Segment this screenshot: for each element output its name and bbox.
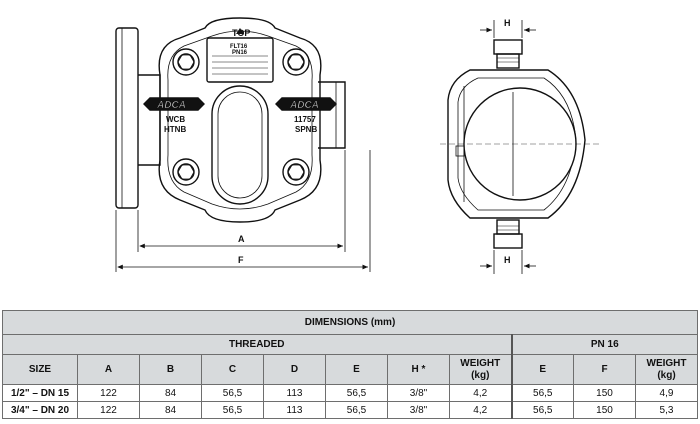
cell-e-pn16: 56,5 [510,384,574,402]
cell-size: 1/2" – DN 15 [2,384,78,402]
nameplate-model: FLT16 [230,44,248,50]
dimension-f [115,150,371,272]
header-c: C [201,354,264,385]
cell-a: 122 [77,401,140,419]
header-size: SIZE [2,354,78,385]
cell-d: 113 [263,401,326,419]
right-connection [318,81,346,149]
header-h: H * [387,354,450,385]
cell-weight-pn16: 4,9 [635,384,698,402]
dimension-h-bottom [480,250,536,274]
left-flange [115,27,139,209]
nameplate [206,37,274,83]
dimension-a [137,150,346,252]
body-outline [158,17,322,223]
group-threaded: THREADED [2,334,512,355]
dim-a-label: A [238,234,245,244]
dimensions-table: DIMENSIONS (mm) THREADED PN 16 SIZE A B … [2,310,698,419]
front-view [115,17,346,223]
cell-weight-threaded: 4,2 [449,384,512,402]
cell-size: 3/4" – DN 20 [2,401,78,419]
dim-h-top-label: H [504,18,511,28]
cell-a: 122 [77,384,140,402]
dimension-h-top [480,20,536,38]
cast-text-left-2: HTNB [164,125,186,134]
cell-b: 84 [139,401,202,419]
cast-logo-left: ADCA [156,100,186,111]
cast-text-right-1: 11757 [294,115,316,124]
cell-d: 113 [263,384,326,402]
cell-f-pn16: 150 [573,401,636,419]
cell-b: 84 [139,384,202,402]
bolt-bottom-left [172,158,200,186]
top-fitting [493,39,523,55]
central-oval [211,85,269,205]
cast-text-left-1: WCB [166,115,185,124]
cast-logo-right: ADCA [289,100,319,111]
logo-plate-right [275,97,337,111]
header-f-pn16: F [573,354,636,385]
side-view [440,39,600,249]
cast-text-right-2: SPNB [295,125,317,134]
cell-e: 56,5 [325,384,388,402]
header-weight-threaded: WEIGHT (kg) [449,354,512,385]
cell-h: 3/8" [387,384,450,402]
cell-c: 56,5 [201,384,264,402]
nameplate-rating: PN16 [232,50,248,56]
logo-plate-left [143,97,205,111]
bolt-bottom-right [282,158,310,186]
top-label: TOP [232,28,250,38]
bolt-top-right [282,48,310,76]
cell-h: 3/8" [387,401,450,419]
group-pn16: PN 16 [510,334,698,355]
header-e-pn16: E [510,354,574,385]
bottom-fitting [493,233,523,249]
dimensions-table-container: DIMENSIONS (mm) THREADED PN 16 SIZE A B … [2,310,698,419]
side-body [447,69,586,219]
bolt-top-left [172,48,200,76]
header-b: B [139,354,202,385]
cell-c: 56,5 [201,401,264,419]
header-d: D [263,354,326,385]
table-row: 1/2" – DN 15 122 84 56,5 113 56,5 3/8" 4… [2,384,698,402]
cell-e-pn16: 56,5 [510,401,574,419]
flange-neck [138,74,161,166]
cell-e: 56,5 [325,401,388,419]
cell-f-pn16: 150 [573,384,636,402]
cell-weight-pn16: 5,3 [635,401,698,419]
header-weight-pn16: WEIGHT (kg) [635,354,698,385]
technical-drawing: TOP FLT16 PN16 ADCA ADCA WCB HTNB 11757 … [115,17,600,274]
dim-h-bottom-label: H [504,255,511,265]
table-title: DIMENSIONS (mm) [2,310,698,335]
dim-f-label: F [238,255,244,265]
header-e: E [325,354,388,385]
drawing-svg: TOP FLT16 PN16 ADCA ADCA WCB HTNB 11757 … [115,17,600,274]
cell-weight-threaded: 4,2 [449,401,512,419]
header-a: A [77,354,140,385]
table-row: 3/4" – DN 20 122 84 56,5 113 56,5 3/8" 4… [2,401,698,419]
